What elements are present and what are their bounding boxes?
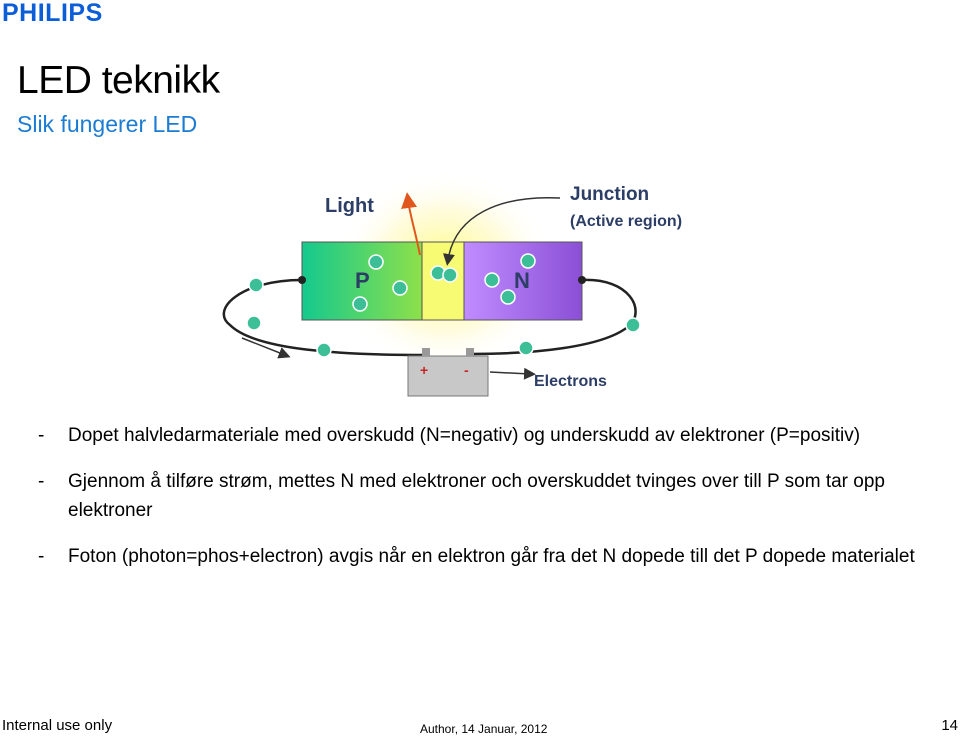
bullet-text: Foton (photon=phos+electron) avgis når e… xyxy=(68,546,915,567)
active-region-label: (Active region) xyxy=(570,213,682,230)
electrons-label: Electrons xyxy=(534,373,607,390)
circuit-wire-right xyxy=(468,278,637,356)
bullet-item: - Foton (photon=phos+electron) avgis når… xyxy=(38,542,918,571)
battery xyxy=(407,355,489,397)
bullet-item: - Dopet halvledarmateriale med overskudd… xyxy=(38,421,918,450)
bullet-text: Dopet halvledarmateriale med overskudd (… xyxy=(68,425,861,446)
philips-logo: PHILIPS xyxy=(2,0,103,27)
carriers xyxy=(246,253,641,358)
bullet-list: - Dopet halvledarmateriale med overskudd… xyxy=(38,421,918,588)
battery-plus: + xyxy=(420,362,428,378)
footer-page-number: 14 xyxy=(941,717,958,734)
bullet-item: - Gjennom å tilføre strøm, mettes N med … xyxy=(38,467,918,525)
led-diagram: Light Junction (Active region) P N Elect… xyxy=(222,170,682,397)
bullet-dash: - xyxy=(38,425,45,446)
electron-flow-right xyxy=(489,367,536,380)
p-label: P xyxy=(355,268,370,293)
n-label: N xyxy=(514,268,530,293)
bullet-dash: - xyxy=(38,471,45,492)
footer-classification: Internal use only xyxy=(2,717,113,734)
battery-minus: - xyxy=(464,362,469,378)
footer-author-date: Author, 14 Januar, 2012 xyxy=(420,722,548,736)
n-region xyxy=(463,241,583,321)
bullet-text: Gjennom å tilføre strøm, mettes N med el… xyxy=(68,471,885,521)
bullet-dash: - xyxy=(38,546,45,567)
junction-label: Junction xyxy=(570,184,649,205)
light-label: Light xyxy=(325,195,374,217)
slide-title: LED teknikk xyxy=(17,59,220,102)
circuit-wire xyxy=(222,278,427,357)
junction-pointer xyxy=(442,196,561,266)
electron-flow-left xyxy=(241,337,291,359)
slide-subtitle: Slik fungerer LED xyxy=(17,111,198,137)
light-arrow xyxy=(401,192,421,256)
junction-region xyxy=(421,241,465,321)
